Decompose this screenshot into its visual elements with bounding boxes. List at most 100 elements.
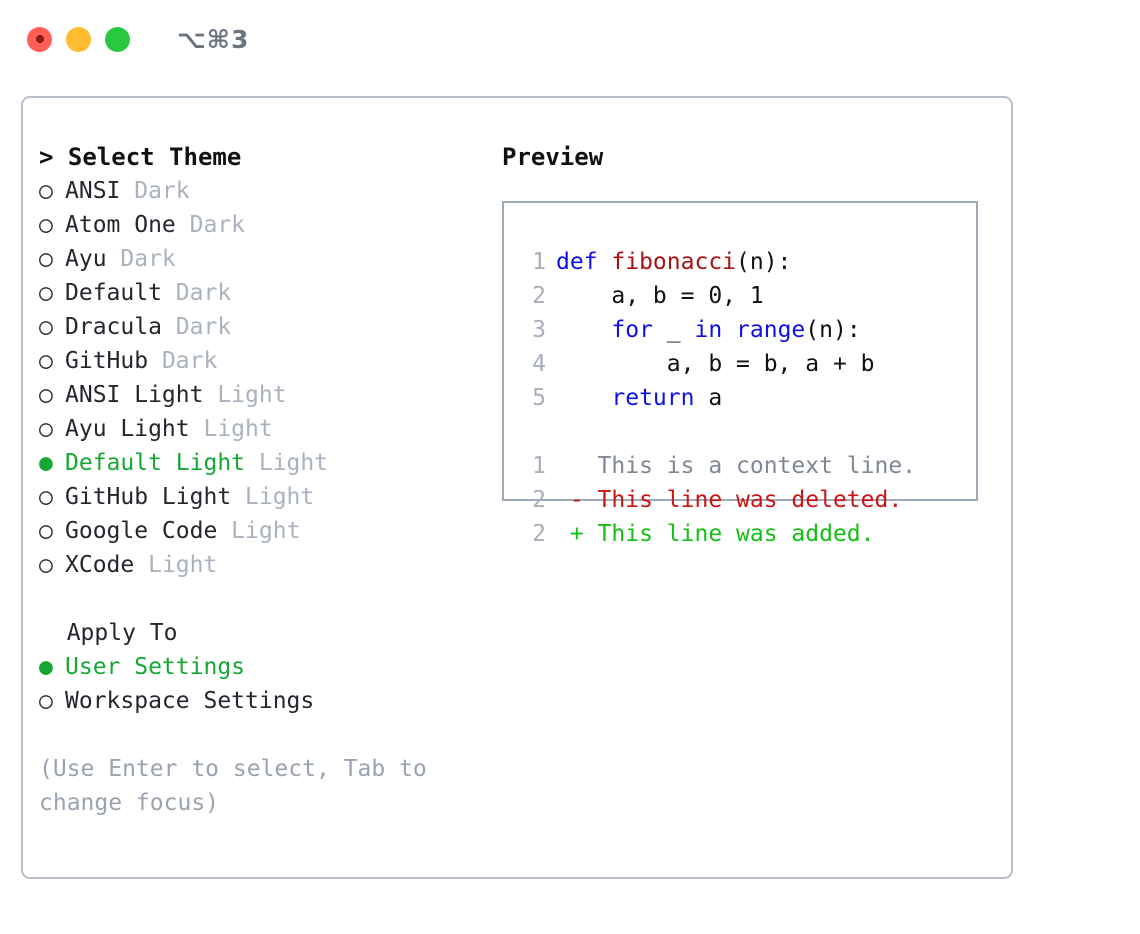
maximize-button-icon[interactable] — [105, 26, 130, 52]
theme-option-label: Google Code — [65, 518, 218, 544]
theme-option-ayu-light[interactable]: ○Ayu Light Light — [39, 412, 469, 446]
line-number: 3 — [532, 317, 546, 343]
code-token: in — [694, 317, 723, 343]
theme-option-atom-one[interactable]: ○ Atom One Dark — [39, 208, 469, 242]
line-number: 4 — [532, 351, 546, 377]
apply-to-option-label: Workspace Settings — [65, 688, 315, 714]
theme-option-default[interactable]: ○ Default Dark — [39, 276, 469, 310]
preview-heading: Preview — [502, 143, 604, 171]
theme-option-label: ANSI Light — [65, 382, 204, 408]
window-titlebar: ⌥⌘3 — [0, 0, 1140, 78]
radio-unselected-icon: ○ — [39, 178, 53, 204]
code-line: 4 a, b = b, a + b — [522, 347, 976, 381]
close-button-icon[interactable] — [27, 26, 52, 52]
apply-to-list[interactable]: ●User Settings ○ Workspace Settings — [39, 650, 469, 718]
code-token: return — [611, 385, 695, 411]
theme-option-tag: Light — [134, 552, 218, 578]
diff-line-text: This is a context line. — [556, 453, 917, 479]
line-number: 2 — [532, 487, 546, 513]
window-controls — [27, 26, 130, 52]
line-number: 5 — [532, 385, 546, 411]
theme-option-tag: Light — [245, 450, 329, 476]
code-token: range — [736, 317, 806, 343]
diff-sample: 1 This is a context line.2 - This line w… — [522, 449, 976, 551]
code-token: a, b = 0, 1 — [556, 283, 764, 309]
theme-picker-column: > Select Theme ○ANSI Dark○Atom One Dark○… — [39, 140, 469, 820]
theme-option-tag: Dark — [175, 212, 246, 238]
theme-option-dracula[interactable]: ○ Dracula Dark — [39, 310, 469, 344]
theme-option-tag: Light — [203, 382, 287, 408]
code-token — [722, 317, 736, 343]
code-token — [556, 385, 611, 411]
apply-to-heading-indent — [39, 620, 67, 646]
theme-option-label: Default — [65, 280, 162, 306]
radio-unselected-icon: ○ — [39, 348, 53, 374]
radio-unselected-icon: ○ — [39, 314, 53, 340]
radio-unselected-icon: ○ — [39, 688, 53, 714]
theme-option-ayu[interactable]: ○ Ayu Dark — [39, 242, 469, 276]
code-token: (n): — [736, 249, 792, 275]
preview-gap — [522, 415, 976, 449]
main-panel: > Select Theme ○ANSI Dark○Atom One Dark○… — [21, 96, 1013, 879]
line-number: 1 — [532, 453, 546, 479]
keyboard-hint-text: (Use Enter to select, Tab to change focu… — [39, 756, 427, 816]
line-number: 2 — [532, 521, 546, 547]
theme-option-label: XCode — [65, 552, 135, 578]
radio-unselected-icon: ○ — [39, 552, 53, 578]
diff-line-context: 1 This is a context line. — [522, 449, 976, 483]
radio-unselected-icon: ○ — [39, 280, 53, 306]
theme-option-tag: Dark — [106, 246, 176, 272]
theme-option-default-light[interactable]: ●Default Light Light — [39, 446, 469, 480]
theme-option-label: Ayu — [65, 246, 107, 272]
select-theme-heading: > Select Theme — [39, 143, 242, 171]
apply-to-heading-text: Apply To — [66, 620, 178, 646]
radio-unselected-icon: ○ — [39, 212, 53, 238]
theme-option-github[interactable]: ○ GitHub Dark — [39, 344, 469, 378]
theme-option-label: Atom One — [65, 212, 176, 238]
theme-list[interactable]: ○ ANSI Dark ○ Atom One Dark ○ Ayu Dark ○ Defaul… — [39, 174, 469, 582]
code-token: for — [611, 317, 653, 343]
code-token: a — [694, 385, 723, 411]
code-token: def — [556, 249, 612, 275]
theme-option-google-code[interactable]: ○ Google Code Light — [39, 514, 469, 548]
radio-unselected-icon: ○ — [39, 382, 53, 408]
theme-option-tag: Light — [217, 518, 301, 544]
theme-option-ansi-light[interactable]: ○ ANSI Light Light — [39, 378, 469, 412]
diff-line-text: + This line was added. — [556, 521, 875, 547]
theme-option-github-light[interactable]: ○GitHub Light Light — [39, 480, 469, 514]
theme-option-label: GitHub Light — [65, 484, 232, 510]
code-line: 5 return a — [522, 381, 976, 415]
radio-unselected-icon: ○ — [39, 484, 53, 510]
minimize-button-icon[interactable] — [66, 26, 91, 52]
theme-option-label: ANSI — [65, 178, 121, 204]
theme-option-label: Dracula — [65, 314, 162, 340]
apply-to-heading: Apply To — [39, 616, 469, 650]
code-token: (n): — [805, 317, 861, 343]
diff-line-added: 2 + This line was added. — [522, 517, 976, 551]
list-gap — [39, 582, 469, 616]
theme-option-tag: Dark — [148, 348, 218, 374]
theme-option-tag: Light — [189, 416, 273, 442]
code-token: a, b = b, a + b — [556, 351, 875, 377]
diff-line-deleted: 2 - This line was deleted. — [522, 483, 976, 517]
line-number: 2 — [532, 283, 546, 309]
code-line: 2 a, b = 0, 1 — [522, 279, 976, 313]
code-token: _ — [652, 317, 695, 343]
theme-option-xcode[interactable]: ○ XCode Light — [39, 548, 469, 582]
theme-option-ansi[interactable]: ○ANSI Dark — [39, 174, 469, 208]
radio-unselected-icon: ○ — [39, 518, 53, 544]
theme-option-tag: Dark — [161, 314, 232, 340]
apply-to-option-workspace-settings[interactable]: ○ Workspace Settings — [39, 684, 469, 718]
radio-unselected-icon: ○ — [39, 246, 53, 272]
apply-to-option-label: User Settings — [65, 654, 246, 680]
theme-option-label: Default Light — [65, 450, 246, 476]
theme-option-label: GitHub — [65, 348, 149, 374]
theme-option-tag: Dark — [161, 280, 232, 306]
theme-option-label: Ayu Light — [65, 416, 190, 442]
apply-to-option-user-settings[interactable]: ●User Settings — [39, 650, 469, 684]
code-token: fibonacci — [611, 249, 737, 275]
